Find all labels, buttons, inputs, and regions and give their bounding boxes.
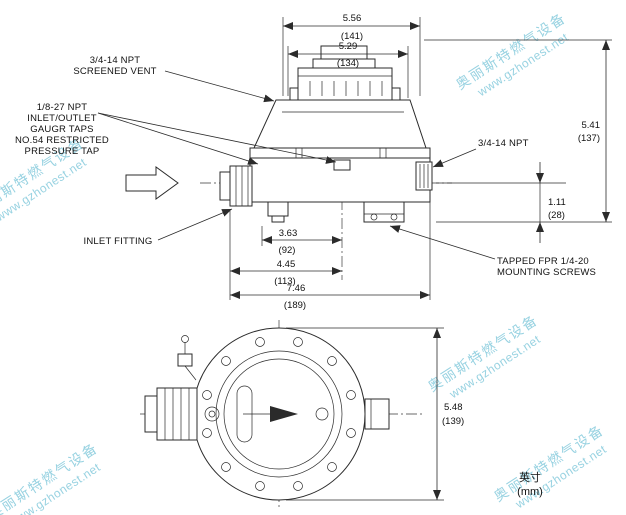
watermark: 奥丽斯特燃气设备 www.gzhonest.net bbox=[491, 421, 609, 511]
label-gauge-taps: 1/8-27 NPT INLET/OUTLET GAUGR TAPS NO.54… bbox=[15, 102, 337, 165]
dim-value: 1.11 bbox=[548, 197, 566, 208]
label-text: MOUNTING SCREWS bbox=[497, 267, 596, 278]
label-text: 3/4-14 NPT bbox=[478, 138, 529, 149]
units-note: 英寸 (mm) bbox=[517, 470, 543, 498]
internal-details-front bbox=[204, 385, 329, 443]
label-text: SCREENED VENT bbox=[73, 66, 156, 77]
dim-value-mm: (113) bbox=[274, 276, 295, 287]
dim-value: 3.63 bbox=[279, 228, 298, 239]
tap-hole bbox=[315, 407, 329, 421]
spring-case bbox=[253, 99, 427, 149]
leader-line bbox=[97, 112, 259, 165]
outlet-pipe-front bbox=[364, 398, 390, 430]
inlet-assembly-front bbox=[144, 387, 198, 441]
regulator-body bbox=[219, 157, 433, 223]
dim-value-mm: (134) bbox=[337, 58, 359, 69]
dim-value-mm: (92) bbox=[279, 245, 296, 256]
dim-length-center: 3.63 (92) bbox=[261, 226, 342, 256]
label-text: INLET/OUTLET bbox=[27, 113, 96, 124]
leader-line bbox=[157, 208, 233, 241]
watermark: 奥丽斯特燃气设备 www.gzhonest.net bbox=[453, 9, 571, 99]
outlet-pipe bbox=[415, 161, 433, 191]
bottom-plug bbox=[267, 201, 289, 223]
label-text: TAPPED FPR 1/4-20 bbox=[497, 256, 589, 267]
dim-width-vent: 5.29 (134) bbox=[287, 41, 409, 98]
label-text: 3/4-14 NPT bbox=[90, 55, 141, 66]
mounting-lug bbox=[363, 201, 405, 223]
flow-direction-arrow bbox=[125, 166, 179, 200]
dim-value-mm: (139) bbox=[442, 416, 464, 427]
leader-line bbox=[432, 148, 477, 168]
watermark: 奥丽斯特燃气设备 www.gzhonest.net bbox=[0, 439, 103, 515]
regulator-side-view: 5.56 (141) 5.29 (134) 5.41 (137) 1.11 (2… bbox=[15, 13, 612, 311]
label-inlet-fitting: INLET FITTING bbox=[84, 208, 233, 247]
dim-value: 5.41 bbox=[582, 120, 601, 131]
flange-bolts bbox=[202, 337, 356, 491]
dim-length-inlet: 4.45 (113) bbox=[229, 210, 342, 300]
dim-front-height: 5.48 (139) bbox=[286, 327, 464, 501]
leader-line bbox=[389, 225, 496, 260]
units-line2: (mm) bbox=[517, 486, 543, 498]
leader-line bbox=[164, 70, 275, 103]
inlet-fitting-part bbox=[219, 165, 253, 207]
diaphragm-plate bbox=[223, 358, 335, 470]
label-text: INLET FITTING bbox=[84, 236, 153, 247]
dim-height-base: 1.11 (28) bbox=[436, 162, 566, 243]
dim-value-mm: (141) bbox=[341, 31, 363, 42]
dim-height-overall: 5.41 (137) bbox=[424, 39, 612, 223]
dim-length-overall: 7.46 (189) bbox=[230, 196, 431, 311]
diaphragm-case-inner bbox=[215, 350, 343, 478]
label-screened-vent: 3/4-14 NPT SCREENED VENT bbox=[73, 55, 275, 103]
dim-value-mm: (189) bbox=[284, 300, 306, 311]
units-line1: 英寸 bbox=[519, 470, 541, 484]
dim-value: 4.45 bbox=[277, 259, 296, 270]
dim-value: 5.48 bbox=[444, 402, 463, 413]
dim-value: 7.46 bbox=[287, 283, 306, 294]
label-text: GAUGR TAPS bbox=[30, 124, 93, 135]
vent-stem-front bbox=[177, 335, 197, 381]
dim-width-top: 5.56 (141) bbox=[282, 13, 421, 96]
dim-value: 5.29 bbox=[339, 41, 358, 52]
leader-line bbox=[97, 112, 337, 164]
gauge-tap-boss bbox=[333, 159, 351, 171]
label-text: NO.54 RESTRICTED bbox=[15, 135, 109, 146]
label-text: PRESSURE TAP bbox=[25, 146, 100, 157]
flow-arrow-front bbox=[270, 406, 298, 422]
regulator-front-view: 5.48 (139) bbox=[140, 320, 464, 508]
watermark: 奥丽斯特燃气设备 www.gzhonest.net bbox=[425, 311, 543, 401]
label-outlet-npt: 3/4-14 NPT bbox=[432, 138, 529, 168]
inlet-bore bbox=[204, 406, 220, 422]
label-text: 1/8-27 NPT bbox=[37, 102, 88, 113]
dim-value-mm: (28) bbox=[548, 210, 565, 221]
dim-value-mm: (137) bbox=[578, 133, 600, 144]
dim-value: 5.56 bbox=[343, 13, 362, 24]
label-mounting-screws: TAPPED FPR 1/4-20 MOUNTING SCREWS bbox=[389, 225, 596, 278]
